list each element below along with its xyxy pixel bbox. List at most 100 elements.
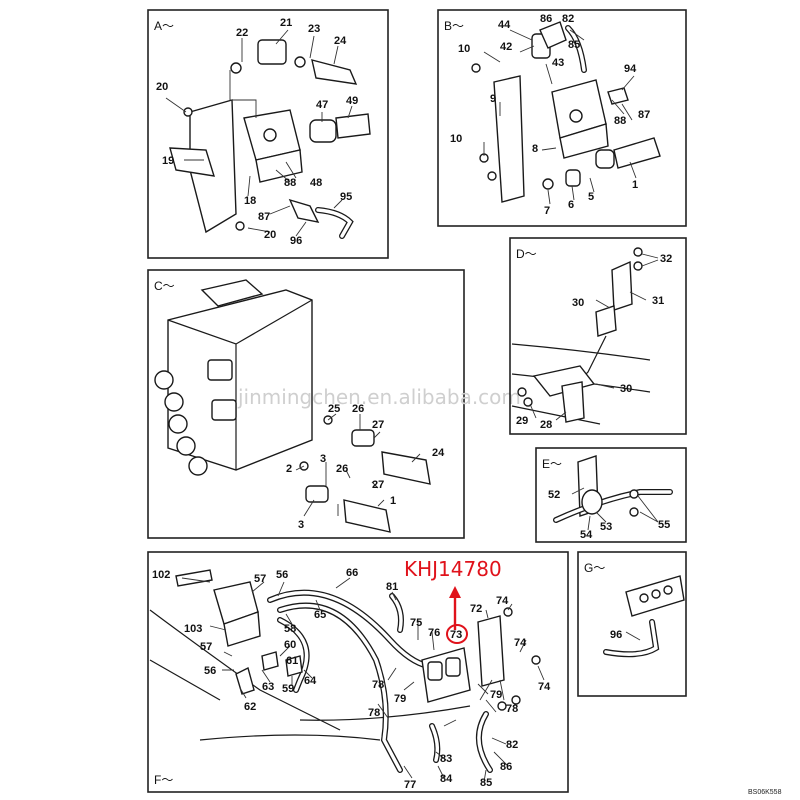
clamp-53 [581,489,603,515]
label-e-52: 52 [548,489,560,501]
clamp-30 [595,305,617,337]
label-a-18: 18 [244,195,256,207]
label-c-25: 25 [328,403,340,415]
label-a-19: 19 [162,155,174,167]
adapter-6 [595,149,615,169]
label-f-56b: 56 [204,665,216,677]
label-f-59: 59 [282,683,294,695]
bracket-arm [169,147,215,177]
panel-b-frame [437,9,687,227]
callout-circle [446,624,468,644]
callout-arrowhead [449,586,461,598]
label-e-53: 53 [600,521,612,533]
panel-g-title: G～ [584,561,605,575]
label-c-3: 3 [320,453,326,465]
label-f-83: 83 [440,753,452,765]
bracket-29 [532,365,596,397]
label-b-1: 1 [632,179,638,191]
label-a-87: 87 [258,211,270,223]
label-f-85: 85 [480,777,492,789]
label-f-73: 73 [450,629,462,641]
label-c-27b: 27 [372,479,384,491]
label-b-88: 88 [614,115,626,127]
panel-c-title: C～ [154,279,175,293]
label-f-65: 65 [314,609,326,621]
label-b-94: 94 [624,63,637,75]
label-a-20: 20 [156,81,168,93]
label-f-84: 84 [440,773,453,785]
panel-d-frame [509,237,687,435]
label-f-103: 103 [184,623,202,635]
label-b-86: 86 [540,13,552,25]
label-a-47: 47 [316,99,328,111]
hose-end-49 [335,113,371,139]
label-f-57: 57 [254,573,266,585]
label-c-26b: 26 [336,463,348,475]
valve-body-side [255,149,303,183]
panel-e-title: E～ [542,457,562,471]
valve-port [263,128,277,142]
callout-khj14780: KHJ14780 [404,557,502,644]
label-b-8: 8 [532,143,538,155]
lever-102 [175,569,213,587]
label-a-24: 24 [334,35,347,47]
label-f-66: 66 [346,567,358,579]
label-f-72: 72 [470,603,482,615]
bracket-9 [493,75,525,203]
label-e-54: 54 [580,529,593,541]
bracket-72 [477,615,505,687]
watermark: jinmingchen.en.alibaba.com [237,385,521,409]
pilot-valve-base [223,611,261,647]
panel-c: C～ [147,269,465,539]
label-b-7: 7 [544,205,550,217]
panel-c-frame [147,269,465,539]
valve-block-side [559,123,609,159]
label-f-60: 60 [284,639,296,651]
label-f-76: 76 [428,627,440,639]
panel-g-frame [577,551,687,697]
pipe-28 [561,381,585,423]
panel-a: A～ [147,9,389,259]
panel-a-frame [147,9,389,259]
bracket-31 [611,260,633,311]
fitting-87b [607,87,629,105]
adapter-3 [305,485,329,503]
adapter-47 [309,119,337,143]
label-b-42: 42 [500,41,512,53]
panel-e-frame [535,447,687,543]
label-c-2: 2 [286,463,292,475]
label-a-21: 21 [280,17,292,29]
valve-top-cap [200,279,264,307]
label-f-74b: 74 [514,637,527,649]
hose-end-24 [311,59,358,85]
o-ring-7 [542,178,554,190]
label-b-82: 82 [562,13,574,25]
label-f-79b: 79 [490,689,502,701]
label-c-24: 24 [432,447,445,459]
panel-b: B～ [437,9,687,227]
label-f-78: 78 [372,679,384,691]
label-f-81: 81 [386,581,398,593]
label-b-43: 43 [552,57,564,69]
label-f-75: 75 [410,617,422,629]
adapter-26 [351,429,375,447]
label-a-48: 48 [310,177,322,189]
label-a-88: 88 [284,177,296,189]
label-f-78b: 78 [368,707,380,719]
label-f-102: 102 [152,569,170,581]
label-f-63: 63 [262,681,274,693]
label-b-87: 87 [638,109,650,121]
label-b-85: 85 [568,39,580,51]
label-f-58: 58 [284,623,296,635]
label-d-30: 30 [572,297,584,309]
o-ring-left [230,62,242,74]
label-a-20b: 20 [264,229,276,241]
label-f-77: 77 [404,779,416,791]
label-a-23: 23 [308,23,320,35]
reference-code: BS06K558 [748,789,782,796]
label-f-64: 64 [304,675,317,687]
label-d-31: 31 [652,295,664,307]
label-b-10b: 10 [450,133,462,145]
label-b-9: 9 [490,93,496,105]
label-f-79: 79 [394,693,406,705]
